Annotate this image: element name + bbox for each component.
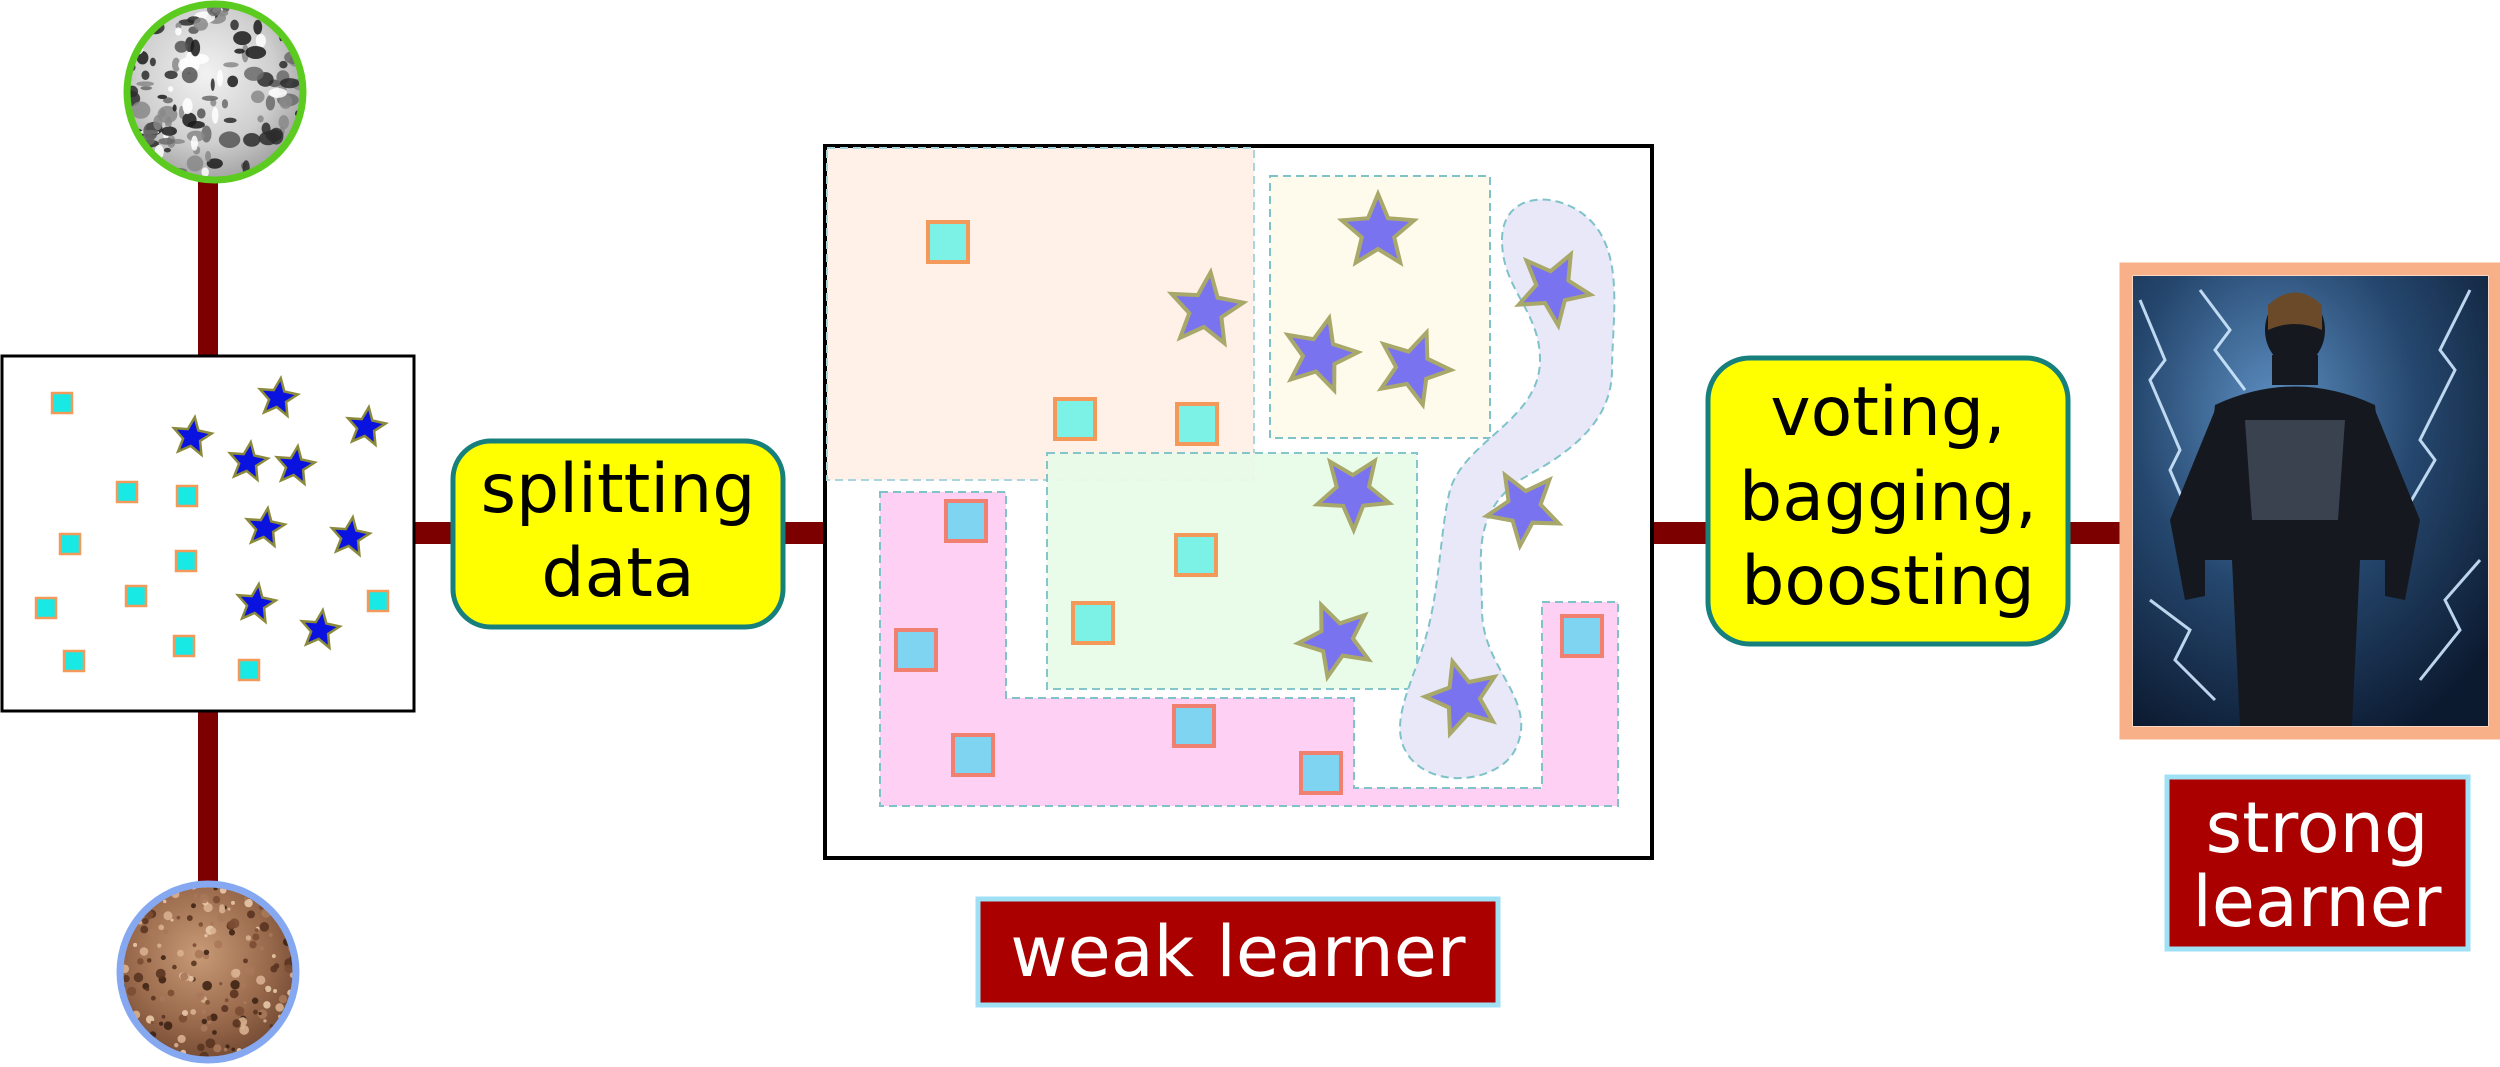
connector-segment-1: [198, 711, 218, 886]
splitting-data-node: splitting data: [450, 438, 786, 630]
panel-star: [1336, 188, 1420, 267]
connector-segment-0: [198, 180, 218, 360]
connector-segment-2: [414, 522, 454, 544]
panel-star: [1292, 600, 1374, 683]
panel-star: [1481, 470, 1564, 552]
data-square: [172, 634, 196, 658]
data-square: [175, 484, 199, 508]
panel-square: [1071, 601, 1115, 645]
data-star: [345, 403, 389, 448]
panel-star: [1376, 327, 1457, 410]
data-star: [244, 504, 288, 549]
thunder-hero-image: [2133, 276, 2488, 726]
panel-square: [1172, 704, 1216, 748]
panel-star: [1283, 313, 1364, 396]
panel-square: [951, 733, 995, 777]
data-star: [227, 438, 271, 483]
splitting-label-line2: data: [541, 534, 694, 613]
panel-square: [926, 220, 970, 264]
panel-star: [1166, 267, 1249, 348]
data-square: [62, 649, 86, 673]
splitting-label-line1: splitting: [481, 450, 756, 529]
data-square: [50, 391, 74, 415]
data-star: [329, 513, 373, 558]
combining-label-line2: bagging,: [1739, 458, 2037, 537]
strong-learner-label: strong learner: [2164, 774, 2471, 952]
panel-square: [1560, 614, 1604, 658]
panel-square: [1053, 397, 1097, 441]
granite-sample: [123, 0, 307, 184]
data-star: [171, 413, 215, 458]
data-square: [124, 584, 148, 608]
data-square: [58, 532, 82, 556]
panel-square: [1174, 533, 1218, 577]
connector-lines: [198, 180, 2128, 886]
combining-node: voting, bagging, boosting: [1705, 355, 2071, 647]
strong-learner-text-line2: learner: [2192, 861, 2441, 943]
connector-segment-3: [783, 522, 825, 544]
panel-star: [1419, 656, 1499, 739]
data-square: [34, 596, 58, 620]
strong-learner-text-line1: strong: [2206, 787, 2429, 869]
panel-square: [1175, 402, 1219, 446]
data-square: [174, 549, 198, 573]
raw-data-panel: [0, 354, 416, 713]
data-star: [235, 580, 279, 625]
combining-label-line3: boosting: [1741, 542, 2035, 621]
panel-square: [894, 628, 938, 672]
combining-label-line1: voting,: [1770, 373, 2005, 452]
data-star: [299, 606, 343, 651]
weak-learner-label: weak learner: [975, 896, 1501, 1008]
data-square: [115, 480, 139, 504]
panel-square: [1299, 751, 1343, 795]
data-star: [274, 442, 318, 487]
panel-square: [944, 499, 988, 543]
sandstone-sample: [116, 880, 300, 1064]
data-star: [257, 374, 301, 419]
weak-learner-text: weak learner: [1010, 911, 1465, 993]
data-square: [366, 589, 390, 613]
panel-star: [1312, 456, 1395, 536]
region-pink: [879, 491, 1619, 807]
weak-learner-panel: [823, 144, 1654, 860]
connector-segment-4: [1652, 522, 1708, 544]
connector-segment-5: [2068, 522, 2128, 544]
strong-learner-image: [2119, 262, 2500, 740]
data-square: [237, 658, 261, 682]
panel-star: [1514, 249, 1596, 331]
